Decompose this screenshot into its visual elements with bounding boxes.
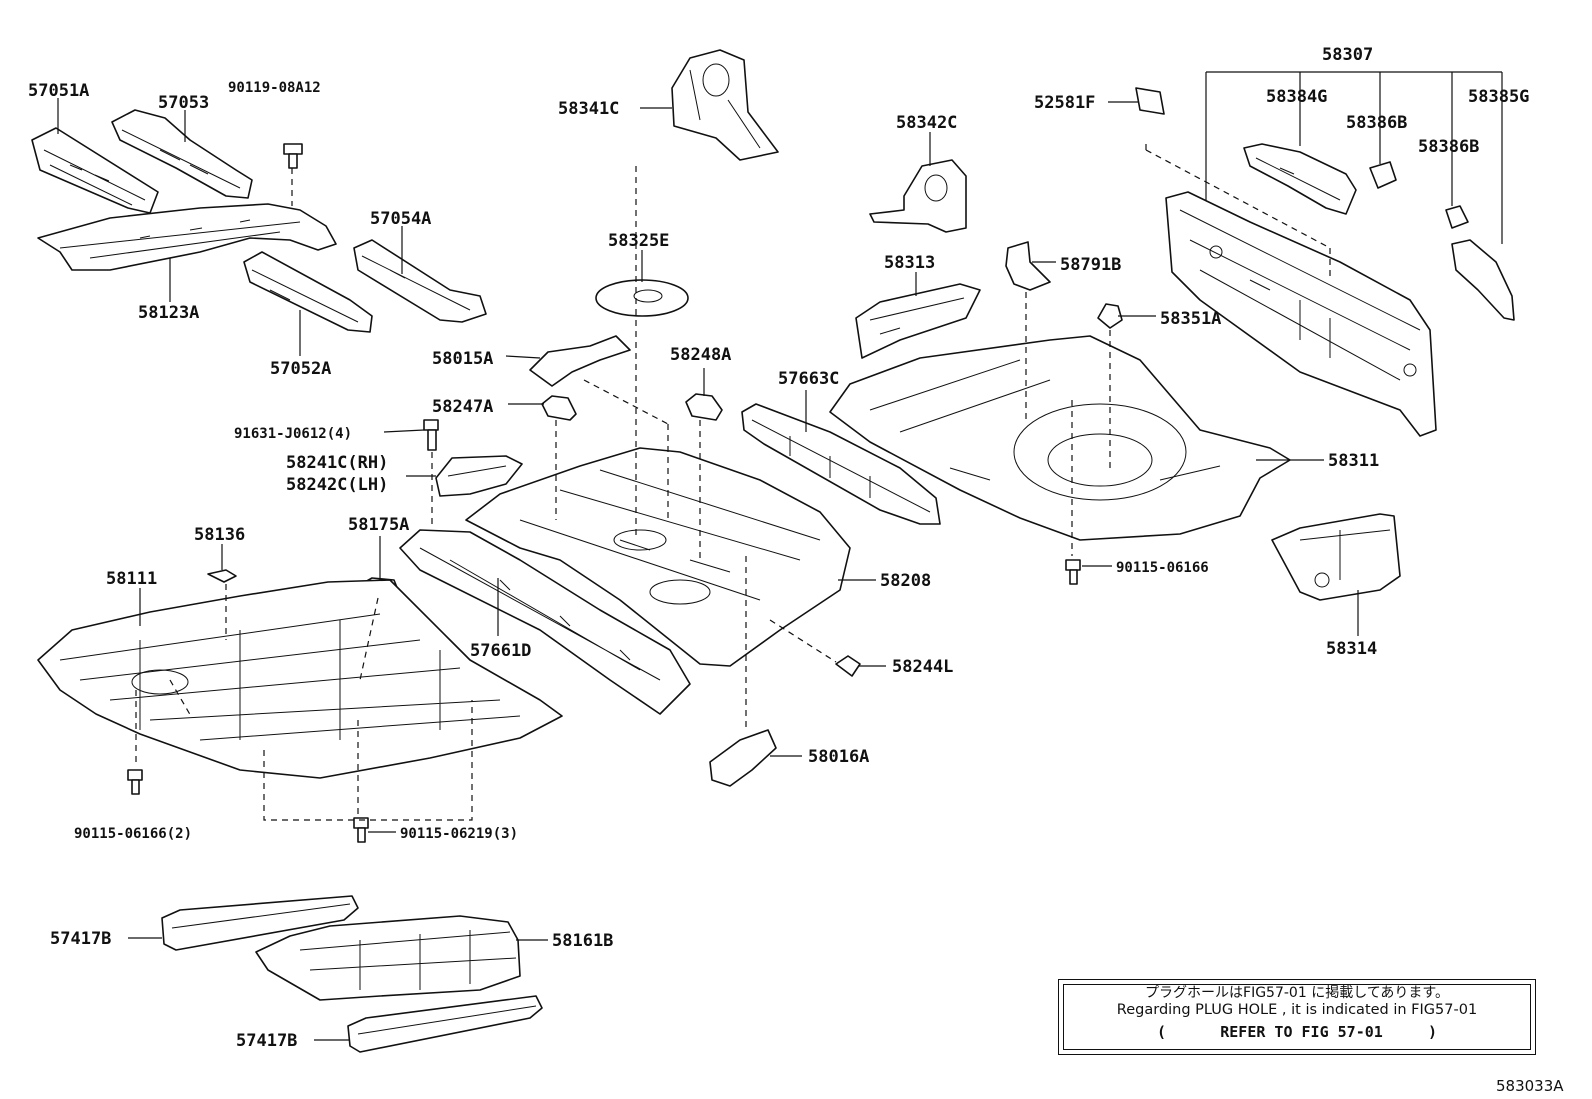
label-58123A: 58123A [138,303,199,323]
part-58385G-shape [1451,239,1515,321]
part-58248A-shape [685,393,723,421]
label-58161B: 58161B [552,931,613,951]
part-57417B-shape-b [347,995,543,1053]
label-58016A: 58016A [808,747,869,767]
label-58175A: 58175A [348,515,409,535]
part-58247A-shape [541,395,577,421]
label-57051A: 57051A [28,81,89,101]
part-58325E-shape [595,279,689,317]
label-58208: 58208 [880,571,931,591]
part-bolt-90115-06166-shape [1065,559,1081,585]
label-91631-J0612: 91631-J0612(4) [234,426,352,442]
part-58384G-shape [1243,143,1357,215]
part-58111-shape [37,579,563,779]
leader-lines [57,71,1503,1041]
part-58244L-shape [835,655,861,677]
note-english-text: Regarding PLUG HOLE , it is indicated in… [1116,1002,1478,1018]
label-57417B-a: 57417B [50,929,111,949]
label-58351A: 58351A [1160,309,1221,329]
part-bolt-90119-shape [283,143,303,169]
part-57054A-shape [353,239,487,323]
label-58015A: 58015A [432,349,493,369]
plug-hole-note: プラグホールはFIG57-01 に掲載してあります。 Regarding PLU… [1058,979,1536,1055]
part-58314-shape [1271,513,1401,601]
part-58341C-shape [671,49,779,161]
part-52581F-shape [1135,87,1165,115]
label-58386B-b: 58386B [1418,137,1479,157]
label-58136: 58136 [194,525,245,545]
figure-code: 583033A [1496,1077,1564,1095]
label-58341C: 58341C [558,99,619,119]
label-90115-06166: 90115-06166 [1116,560,1209,576]
part-57052A-shape [243,251,373,333]
part-58136-shape [207,569,237,583]
part-57053-shape [111,109,253,199]
part-58307-shape [1165,191,1437,437]
label-58384G: 58384G [1266,87,1327,107]
part-58161B-shape [255,915,521,1001]
part-58342C-shape [869,159,967,233]
note-japanese-text: プラグホールはFIG57-01 に掲載してあります。 [1145,985,1449,1001]
part-labels: 57051A 57053 90119-08A12 58341C 52581F 5… [28,45,1529,1051]
label-57052A: 57052A [270,359,331,379]
label-58313: 58313 [884,253,935,273]
label-58791B: 58791B [1060,255,1121,275]
label-58325E: 58325E [608,231,669,251]
label-58244L: 58244L [892,657,953,677]
part-58015A-shape [529,335,631,387]
label-58386B-a: 58386B [1346,113,1407,133]
part-58791B-shape [1005,241,1051,291]
label-58385G: 58385G [1468,87,1529,107]
label-57663C: 57663C [778,369,839,389]
part-57417B-shape-a [161,895,359,951]
label-57054A: 57054A [370,209,431,229]
label-58248A: 58248A [670,345,731,365]
label-57661D: 57661D [470,641,531,661]
part-58208-shape [465,447,851,667]
part-57661D-shape [399,529,691,715]
label-57053: 57053 [158,93,209,113]
note-reference-text: ( REFER TO FIG 57-01 ) [1157,1023,1437,1041]
part-58313-shape [855,283,981,359]
dashed-guides [135,140,1331,821]
label-58311: 58311 [1328,451,1379,471]
part-58351A-shape [1097,303,1123,329]
label-58241C-RH: 58241C(RH) [286,453,388,473]
label-90115-06219-3: 90115-06219(3) [400,826,518,842]
part-58241C-shape [435,455,523,497]
label-58342C: 58342C [896,113,957,133]
part-bolt-91631-shape [423,419,439,451]
part-58386B-shape-b [1445,205,1469,229]
label-58247A: 58247A [432,397,493,417]
part-58016A-shape [709,729,777,787]
part-bolt-90115-06219-shape [353,817,369,843]
label-90115-06166-2: 90115-06166(2) [74,826,192,842]
part-58386B-shape-a [1369,161,1397,189]
label-58111: 58111 [106,569,157,589]
part-bolt-90115-06166-2-shape [127,769,143,795]
part-58123A-shape [37,203,337,271]
label-58307: 58307 [1322,45,1373,65]
label-52581F: 52581F [1034,93,1095,113]
part-57663C-shape [741,403,941,525]
label-57417B-b: 57417B [236,1031,297,1051]
label-58242C-LH: 58242C(LH) [286,475,388,495]
label-90119-08A12: 90119-08A12 [228,80,321,96]
label-58314: 58314 [1326,639,1377,659]
